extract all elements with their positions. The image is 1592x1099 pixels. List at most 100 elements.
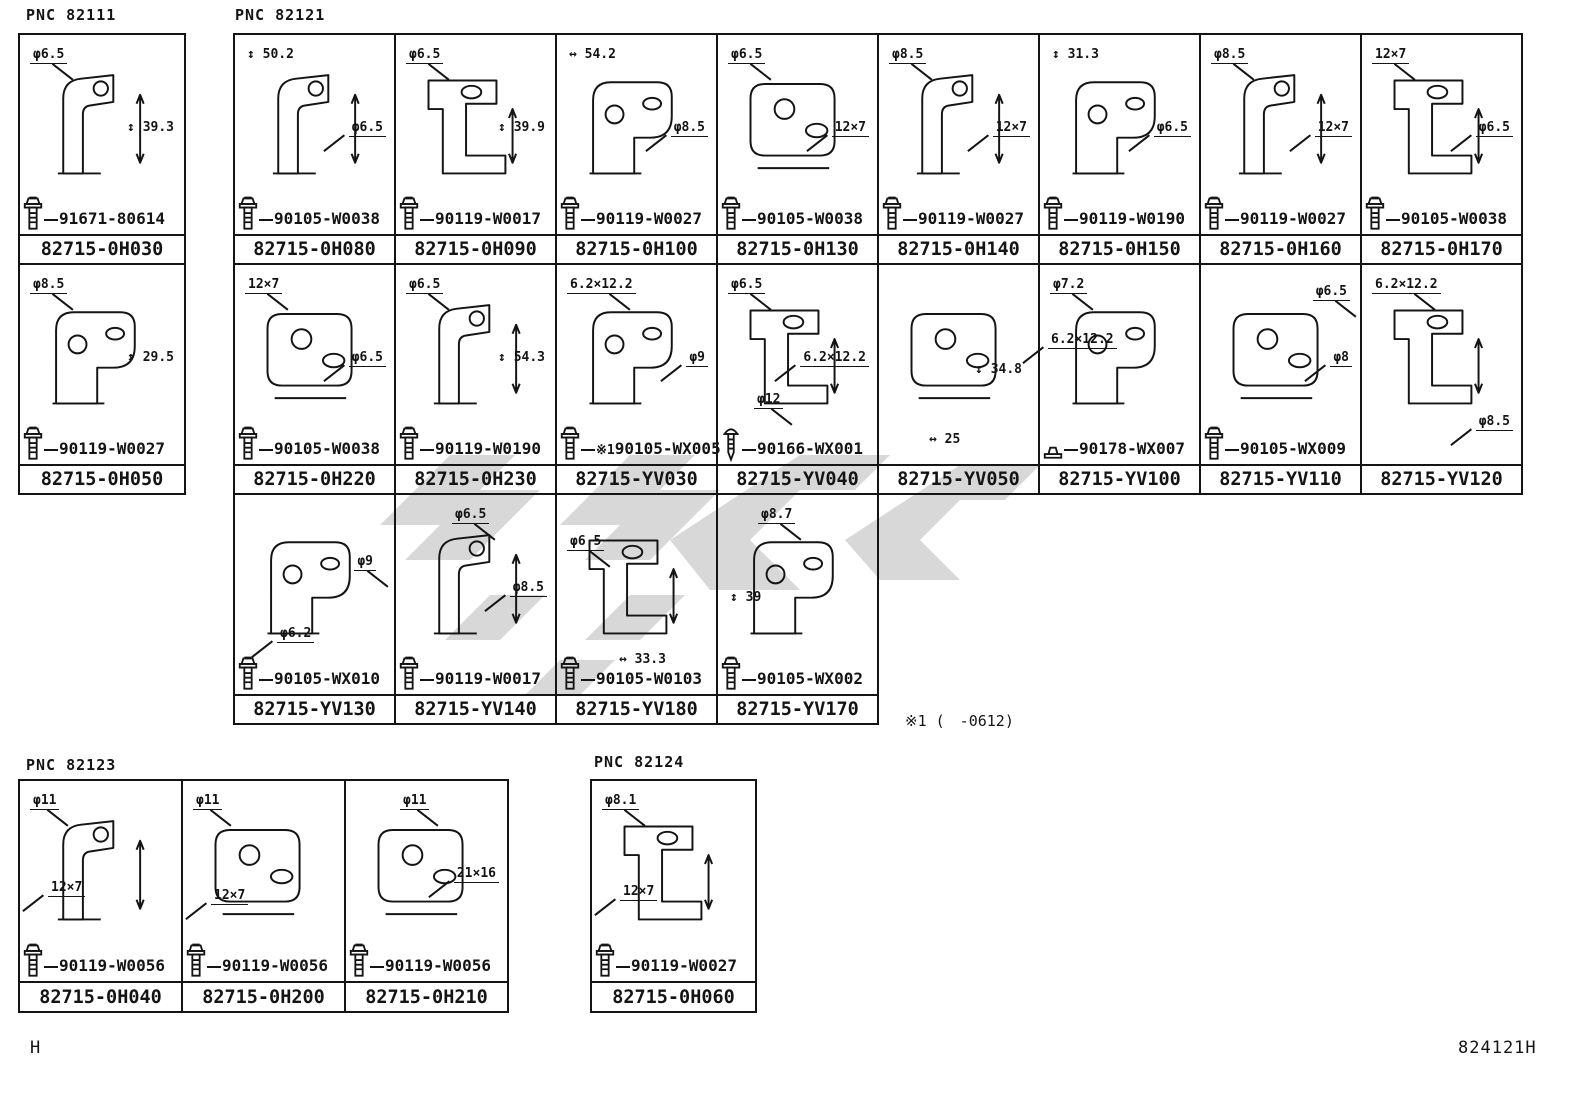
fastener-number: 90105-W0103 xyxy=(596,669,702,688)
part-cell: φ6.5 33.3 90105-W0103 82715-YV180 xyxy=(555,493,718,725)
fastener-number: 90166-WX001 xyxy=(757,439,863,458)
callout-line xyxy=(1064,449,1078,451)
part-cell: φ6.5 6.2×12.2 φ12 90166-WX001 82715-YV04… xyxy=(716,263,879,495)
fastener-callout: 90178-WX007 xyxy=(1042,424,1197,464)
fastener-number: 90105-W0038 xyxy=(757,209,863,228)
dimension-label: φ6.5 xyxy=(728,277,766,295)
dimension-label: φ8.5 xyxy=(30,277,68,295)
part-number: 82715-YV050 xyxy=(879,464,1038,493)
dimension-label: 33.3 xyxy=(617,652,668,667)
fastener-number: ※190105-WX005 xyxy=(596,439,721,458)
dimension-label: φ6.5 xyxy=(567,534,605,552)
bolt-icon xyxy=(398,424,420,464)
part-cell: φ6.5 39.9 90119-W0017 82715-0H090 xyxy=(394,33,557,265)
part-number: 82715-0H060 xyxy=(592,981,755,1011)
fastener-callout: 90105-WX002 xyxy=(720,654,875,694)
dimension-label: 12×7 xyxy=(48,880,86,898)
part-number: 82715-0H220 xyxy=(235,464,394,493)
part-number: 82715-0H210 xyxy=(346,981,507,1011)
callout-line xyxy=(44,449,58,451)
dimension-label: 54.2 xyxy=(567,47,618,62)
fastener-callout: 90119-W0027 xyxy=(1203,194,1358,234)
part-cell: 12×7 φ6.5 90105-W0038 82715-0H170 xyxy=(1360,33,1523,265)
part-number: 82715-0H030 xyxy=(20,234,184,263)
dimension-label: 12×7 xyxy=(620,884,658,902)
part-number: 82715-YV120 xyxy=(1362,464,1521,493)
dimension-label: φ12 xyxy=(754,392,784,410)
fastener-number: 90119-W0056 xyxy=(385,956,491,975)
dimension-label: φ8.5 xyxy=(670,120,708,138)
fastener-callout: 90119-W0027 xyxy=(559,194,714,234)
fastener-callout: 90105-W0038 xyxy=(1364,194,1519,234)
callout-line xyxy=(259,219,273,221)
callout-line xyxy=(420,449,434,451)
section-pnc82123: φ11 12×7 90119-W0056 82715-0H040 φ11 12×… xyxy=(18,779,509,1013)
fastener-callout: 90105-WX010 xyxy=(237,654,392,694)
nut-icon xyxy=(1042,424,1064,464)
fastener-number: 91671-80614 xyxy=(59,209,165,228)
dimension-label: 29.5 xyxy=(125,350,176,365)
part-number: 82715-0H150 xyxy=(1040,234,1199,263)
fastener-callout: 90105-W0038 xyxy=(237,424,392,464)
dimension-label: φ9 xyxy=(686,350,708,368)
bolt-icon xyxy=(237,654,259,694)
dimension-label: φ8.5 xyxy=(1211,47,1249,65)
fastener-number: 90119-W0190 xyxy=(1079,209,1185,228)
bolt-icon xyxy=(398,194,420,234)
bolt-icon xyxy=(1042,194,1064,234)
dimension-label: 12×7 xyxy=(1372,47,1410,65)
dimension-label: φ8.5 xyxy=(1475,414,1513,432)
part-number: 82715-YV100 xyxy=(1040,464,1199,493)
part-cell: φ8.5 29.5 90119-W0027 82715-0H050 xyxy=(18,263,186,495)
part-number: 82715-YV030 xyxy=(557,464,716,493)
bolt-icon xyxy=(559,654,581,694)
callout-line xyxy=(207,966,221,968)
dimension-label: φ6.5 xyxy=(1153,120,1191,138)
dimension-label: φ6.5 xyxy=(406,47,444,65)
callout-line xyxy=(420,679,434,681)
part-cell: 6.2×12.2 φ9 ※190105-WX005 82715-YV030 xyxy=(555,263,721,495)
callout-line xyxy=(581,219,595,221)
part-number: 82715-0H230 xyxy=(396,464,555,493)
bracket-drawing xyxy=(1053,289,1185,441)
callout-line xyxy=(903,219,917,221)
part-cell: φ11 12×7 90119-W0056 82715-0H200 xyxy=(181,779,346,1013)
bolt-icon xyxy=(1203,424,1225,464)
part-cell: φ11 12×7 90119-W0056 82715-0H040 xyxy=(18,779,183,1013)
fastener-number: 90119-W0027 xyxy=(596,209,702,228)
fastener-number: 90119-W0027 xyxy=(631,956,737,975)
callout-line xyxy=(742,449,756,451)
bolt-icon xyxy=(559,424,581,464)
callout-line xyxy=(420,219,434,221)
part-cell: 50.2 φ6.5 90105-W0038 82715-0H080 xyxy=(233,33,396,265)
part-cell: φ6.5 39.3 91671-80614 82715-0H030 xyxy=(18,33,186,265)
part-cell: 34.8 25 82715-YV050 xyxy=(877,263,1040,495)
part-cell: φ11 21×16 90119-W0056 82715-0H210 xyxy=(344,779,509,1013)
part-cell: φ8.5 12×7 90119-W0027 82715-0H160 xyxy=(1199,33,1362,265)
dimension-label: φ6.5 xyxy=(452,507,490,525)
footnote: ※1 ( -0612) xyxy=(905,712,1014,730)
dimension-label: 6.2×12.2 xyxy=(800,350,869,368)
bolt-icon xyxy=(1203,194,1225,234)
callout-line xyxy=(1386,219,1400,221)
bracket-drawing xyxy=(196,805,328,957)
part-cell: φ7.2 6.2×12.2 90178-WX007 82715-YV100 xyxy=(1038,263,1201,495)
bolt-icon xyxy=(237,424,259,464)
dimension-label: φ8 xyxy=(1330,350,1352,368)
fastener-callout: 90105-W0038 xyxy=(237,194,392,234)
part-cell: φ6.5 φ8 90105-WX009 82715-YV110 xyxy=(1199,263,1362,495)
part-cell: φ8.7 39 90105-WX002 82715-YV170 xyxy=(716,493,879,725)
fastener-number: 90119-W0027 xyxy=(1240,209,1346,228)
fastener-number: 90119-W0056 xyxy=(222,956,328,975)
dimension-label: 21×16 xyxy=(453,866,499,884)
fastener-callout: 90105-W0103 xyxy=(559,654,714,694)
part-number: 82715-0H170 xyxy=(1362,234,1521,263)
dimension-label: 12×7 xyxy=(1314,120,1352,138)
dimension-label: φ11 xyxy=(193,793,223,811)
part-number: 82715-0H140 xyxy=(879,234,1038,263)
section-pnc82124: φ8.1 12×7 90119-W0027 82715-0H060 xyxy=(590,779,757,1013)
callout-line xyxy=(44,966,58,968)
part-cell: φ9 φ6.2 90105-WX010 82715-YV130 xyxy=(233,493,396,725)
dimension-label: 12×7 xyxy=(245,277,283,295)
bolt-icon xyxy=(22,941,44,981)
